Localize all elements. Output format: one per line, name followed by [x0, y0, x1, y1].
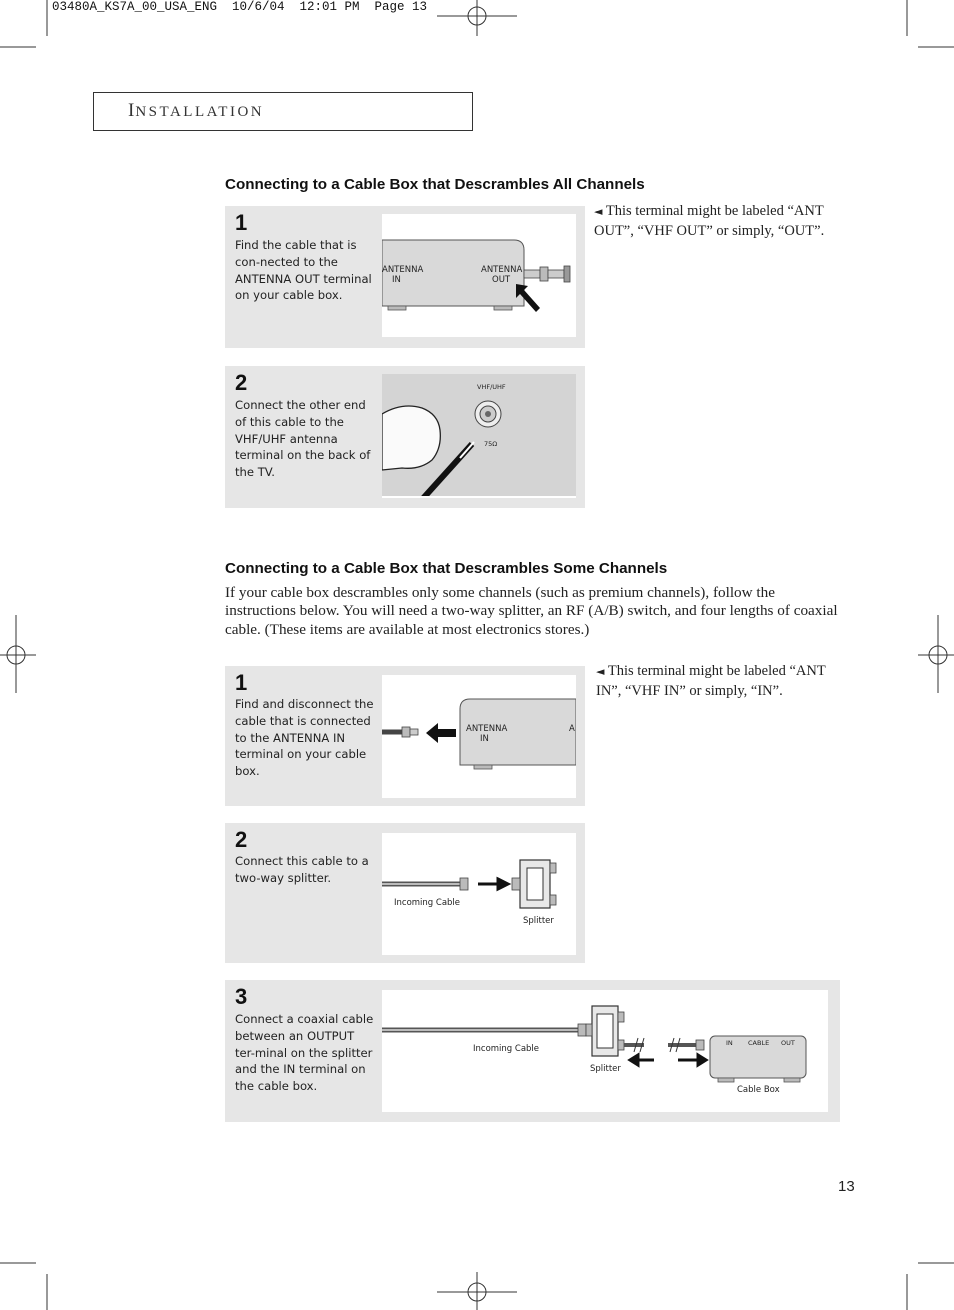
arrow-right-icon: [678, 1052, 709, 1068]
svg-text:OUT: OUT: [492, 275, 511, 285]
heading-some-channels: Connecting to a Cable Box that Descrambl…: [225, 560, 668, 577]
splitter-illustration: Incoming Cable Splitter: [382, 833, 576, 955]
step-text: Find and disconnect the cable that is co…: [235, 697, 374, 779]
hand-connecting-cable-diagram: VHF/UHF 75Ω: [381, 383, 576, 507]
step-text: Connect the other end of this cable to t…: [235, 398, 371, 480]
arrow-left-icon: [426, 723, 456, 743]
step-panel-all-2: 2 Connect the other end of this cable to…: [225, 366, 585, 508]
step-panel-some-2: 2 Connect this cable to a two-way splitt…: [225, 823, 585, 963]
label-vhf-uhf: VHF/UHF: [477, 383, 506, 391]
note-text: This terminal might be labeled “ANT OUT”…: [594, 203, 825, 239]
step-panel-some-1: 1 Find and disconnect the cable that is …: [225, 666, 585, 806]
disconnect-diagram: ANTENNA IN A: [382, 698, 577, 770]
svg-text:IN: IN: [480, 734, 489, 744]
label-incoming-cable: Incoming Cable: [473, 1044, 539, 1054]
step-text: Find the cable that is con-nected to the…: [235, 238, 372, 303]
tv-terminal-illustration: VHF/UHF 75Ω: [381, 374, 576, 507]
label-splitter: Splitter: [590, 1064, 621, 1074]
splitter-diagram: Incoming Cable Splitter: [382, 859, 557, 926]
label-in: IN: [726, 1039, 733, 1047]
step-panel-some-3: 3 Connect a coaxial cable between an OUT…: [225, 980, 840, 1122]
section-title-initial: I: [128, 100, 136, 121]
note-arrow-icon: ◄: [594, 205, 603, 218]
label-antenna-out: ANTENNA: [481, 265, 522, 275]
intro-paragraph: If your cable box descrambles only some …: [225, 584, 838, 638]
section-title-rest: NSTALLATION: [135, 104, 265, 120]
arrow-right-icon: [478, 876, 512, 892]
note-text: This terminal might be labeled “ANT IN”,…: [596, 663, 826, 699]
hand-icon: [381, 405, 441, 471]
label-incoming-cable: Incoming Cable: [394, 898, 460, 908]
heading-all-channels: Connecting to a Cable Box that Descrambl…: [225, 176, 645, 193]
print-header: 03480A_KS7A_00_USA_ENG 10/6/04 12:01 PM …: [52, 0, 428, 14]
cable-box-icon: [709, 1035, 807, 1079]
note-ant-out: ◄ This terminal might be labeled “ANT OU…: [594, 202, 834, 240]
step-number: 3: [235, 984, 248, 1009]
splitter-cable-box-diagram: IN CABLE OUT Incoming Cable Splitter Cab…: [382, 1005, 807, 1095]
arrow-pointer-icon: [516, 284, 540, 312]
label-antenna-in: ANTENNA: [466, 724, 507, 734]
cable-box-rear-illustration: ANTENNA IN ANTENNA OUT: [381, 214, 576, 337]
step-text: Connect a coaxial cable between an OUTPU…: [235, 1012, 374, 1094]
cable-box-antenna-out-diagram: ANTENNA IN ANTENNA OUT: [381, 239, 571, 312]
label-cable-box: Cable Box: [737, 1085, 780, 1095]
step-panel-all-1: 1 Find the cable that is con-nected to t…: [225, 206, 585, 348]
page-number: 13: [838, 1178, 855, 1195]
step-text: Connect this cable to a two-way splitter…: [235, 854, 369, 885]
splitter-to-cable-box-illustration: IN CABLE OUT Incoming Cable Splitter Cab…: [382, 990, 828, 1112]
section-header-box: [93, 92, 473, 131]
step-number: 1: [235, 210, 248, 235]
step-number: 2: [235, 370, 248, 395]
step-number: 2: [235, 827, 248, 852]
label-75-ohm: 75Ω: [484, 440, 497, 448]
label-splitter: Splitter: [523, 916, 554, 926]
label-cable: CABLE: [748, 1039, 769, 1047]
svg-text:IN: IN: [392, 275, 401, 285]
disconnect-antenna-in-illustration: ANTENNA IN A: [382, 675, 577, 798]
label-antenna-in: ANTENNA: [382, 265, 423, 275]
note-arrow-icon: ◄: [596, 665, 605, 678]
label-out: OUT: [781, 1039, 795, 1047]
svg-text:A: A: [569, 724, 575, 734]
arrow-left-icon: [627, 1052, 654, 1068]
section-title: INSTALLATION: [128, 100, 264, 122]
step-number: 1: [235, 670, 248, 695]
note-ant-in: ◄ This terminal might be labeled “ANT IN…: [596, 662, 836, 700]
